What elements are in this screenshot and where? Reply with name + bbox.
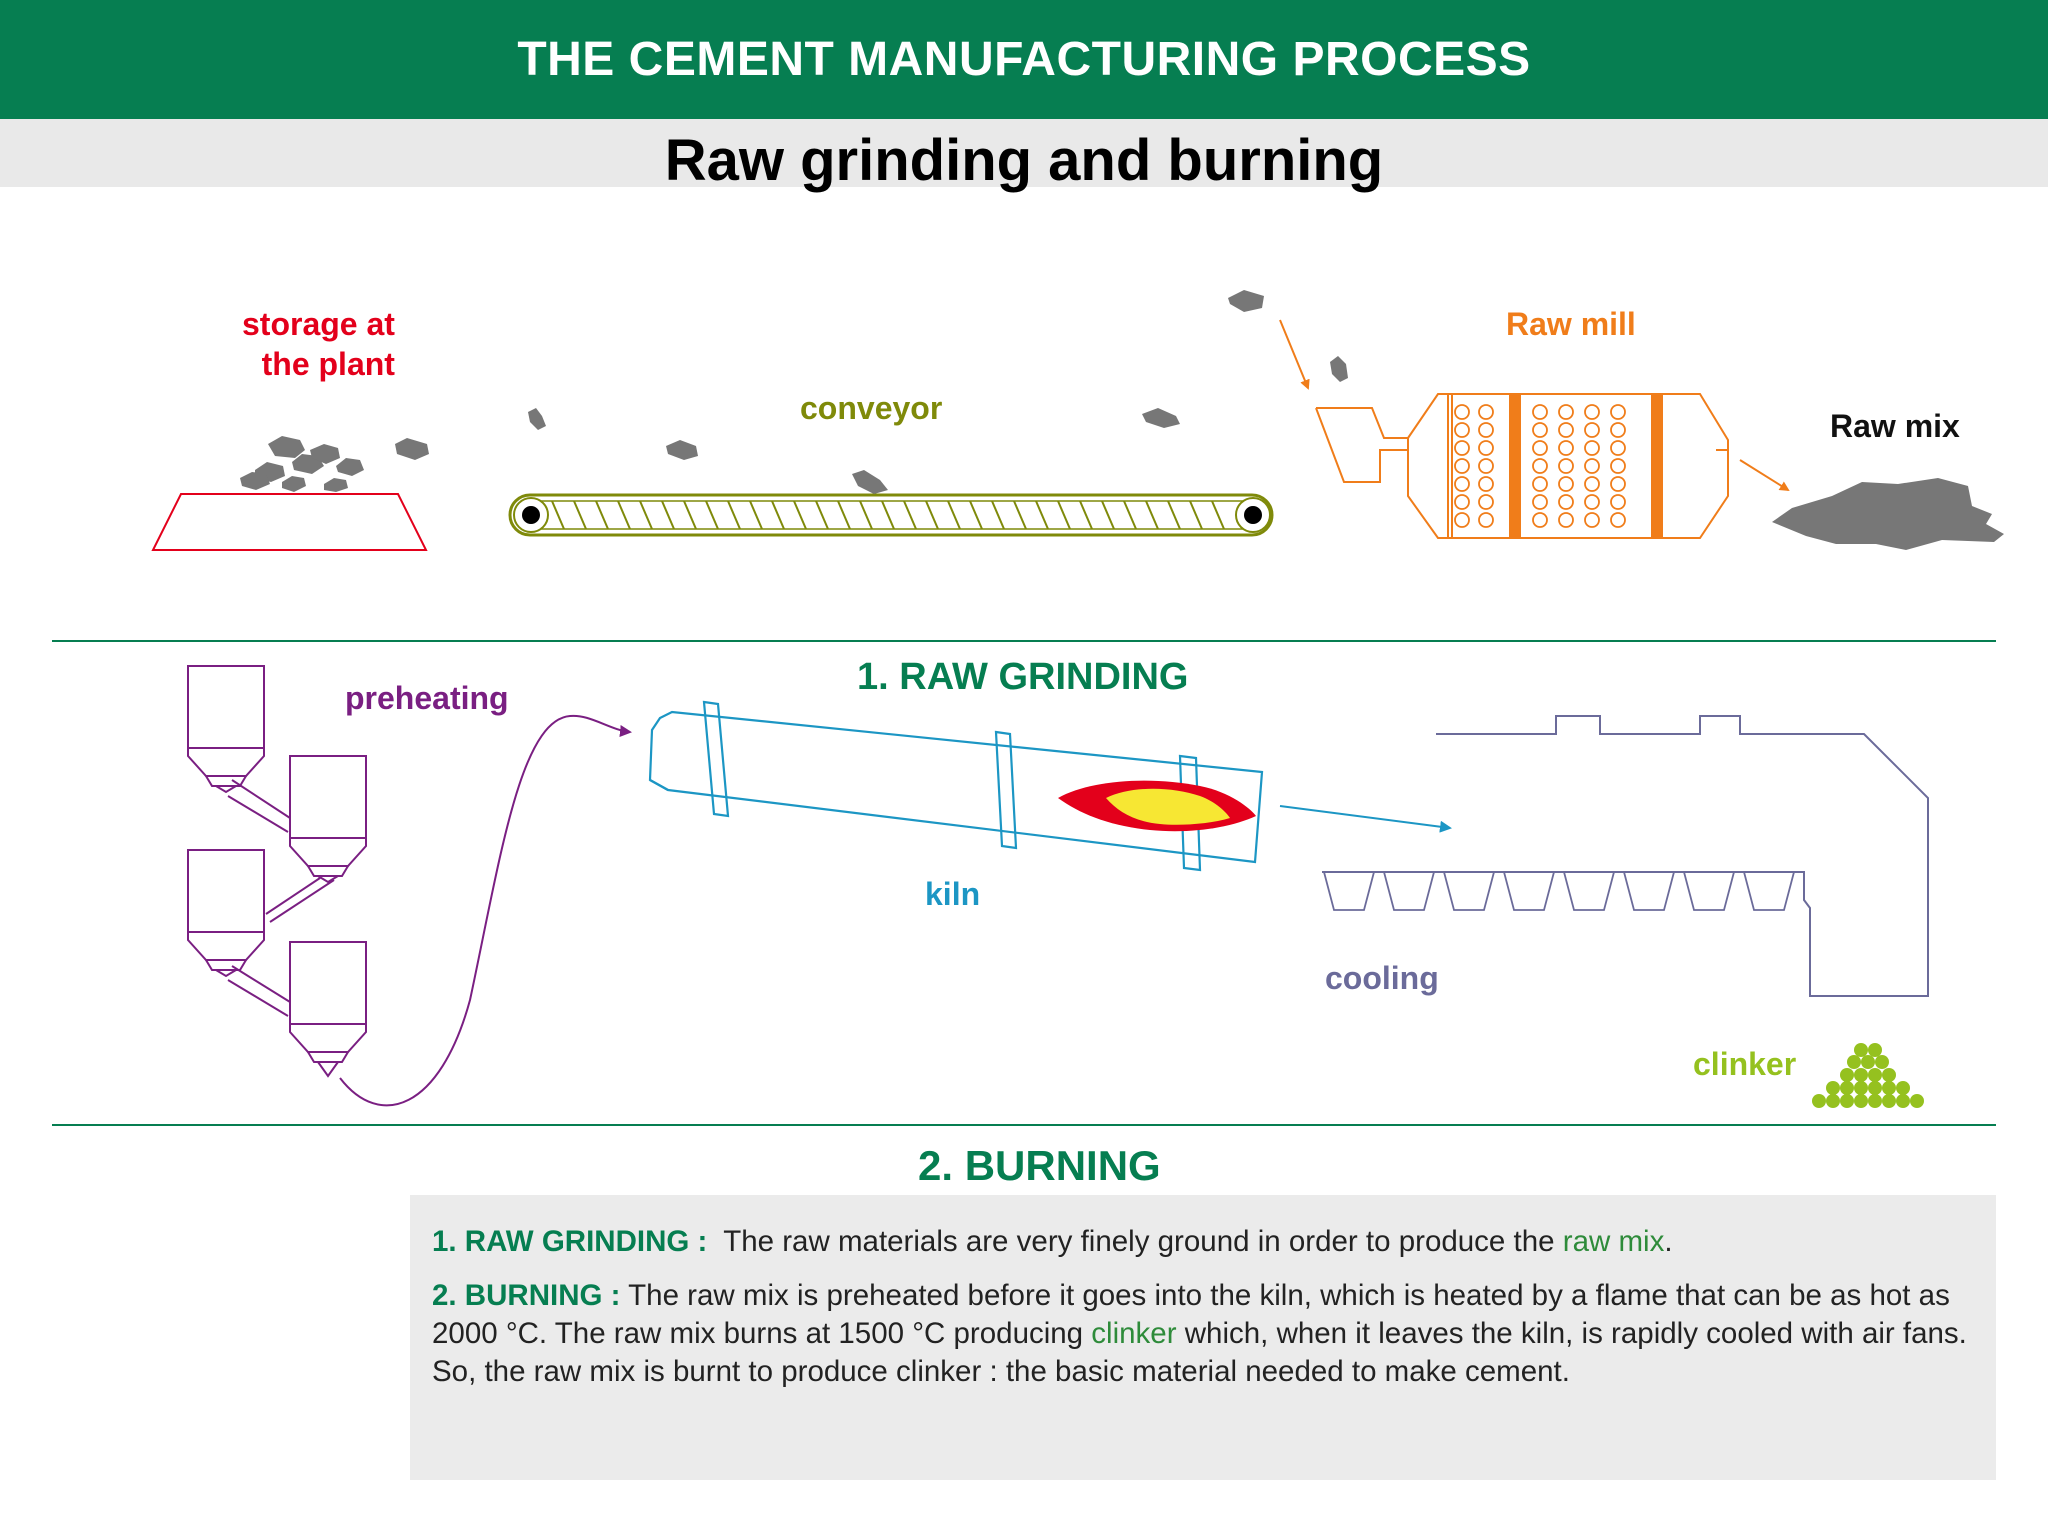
burning-text: The raw mix is preheated before it goes … bbox=[432, 1279, 1950, 1350]
clinker-pile bbox=[1812, 1043, 1924, 1108]
section-raw-grinding: 1. RAW GRINDING bbox=[857, 656, 1189, 698]
cooling-label: cooling bbox=[1325, 960, 1439, 996]
clinker-highlight: clinker bbox=[1091, 1317, 1177, 1350]
page-subtitle: Raw grinding and burning bbox=[664, 128, 1384, 193]
kiln bbox=[648, 700, 1264, 872]
kiln-output-arrow bbox=[1279, 805, 1452, 833]
storage-label-line2: the plant bbox=[261, 346, 395, 382]
burning-key: 2. BURNING : bbox=[432, 1279, 621, 1312]
cooler bbox=[1322, 715, 1929, 997]
feed-arrow bbox=[1279, 319, 1310, 390]
description-box: 1. RAW GRINDING : The raw materials are … bbox=[410, 1195, 1996, 1480]
storage-label: storage at the plant bbox=[242, 304, 395, 384]
storage-pile bbox=[151, 436, 429, 551]
raw-grinding-end: . bbox=[1664, 1225, 1673, 1258]
subheader-bar: Raw grinding and burning bbox=[0, 119, 2048, 193]
raw-grinding-key: 1. RAW GRINDING : bbox=[432, 1225, 708, 1258]
description-burning: 2. BURNING : The raw mix is preheated be… bbox=[432, 1277, 1974, 1391]
conveyor-belt bbox=[508, 493, 1274, 537]
output-arrow bbox=[1739, 459, 1790, 492]
burning-text-end: which, when it leaves the kiln, is rapid… bbox=[432, 1317, 1967, 1388]
kiln-label: kiln bbox=[925, 876, 981, 912]
raw-mill bbox=[1315, 393, 1729, 539]
storage-label-line1: storage at bbox=[242, 306, 395, 342]
clinker-label: clinker bbox=[1693, 1046, 1797, 1082]
flame bbox=[1058, 780, 1256, 832]
rocks bbox=[528, 290, 1348, 494]
header-bar: THE CEMENT MANUFACTURING PROCESS bbox=[0, 0, 2048, 119]
page-title: THE CEMENT MANUFACTURING PROCESS bbox=[517, 33, 1531, 86]
conveyor-label: conveyor bbox=[800, 390, 943, 426]
preheating-label: preheating bbox=[345, 680, 509, 716]
raw-mix-pile bbox=[1772, 478, 2004, 550]
section-burning: 2. BURNING bbox=[918, 1142, 1161, 1189]
description-raw-grinding: 1. RAW GRINDING : The raw materials are … bbox=[432, 1223, 1974, 1261]
raw-mill-label: Raw mill bbox=[1506, 306, 1636, 342]
raw-grinding-text: The raw materials are very finely ground… bbox=[723, 1225, 1555, 1258]
preheater-tower bbox=[187, 665, 367, 1078]
raw-mix-label: Raw mix bbox=[1830, 408, 1960, 444]
preheating-arrow bbox=[339, 714, 632, 1107]
raw-mix-highlight: raw mix bbox=[1562, 1225, 1665, 1258]
